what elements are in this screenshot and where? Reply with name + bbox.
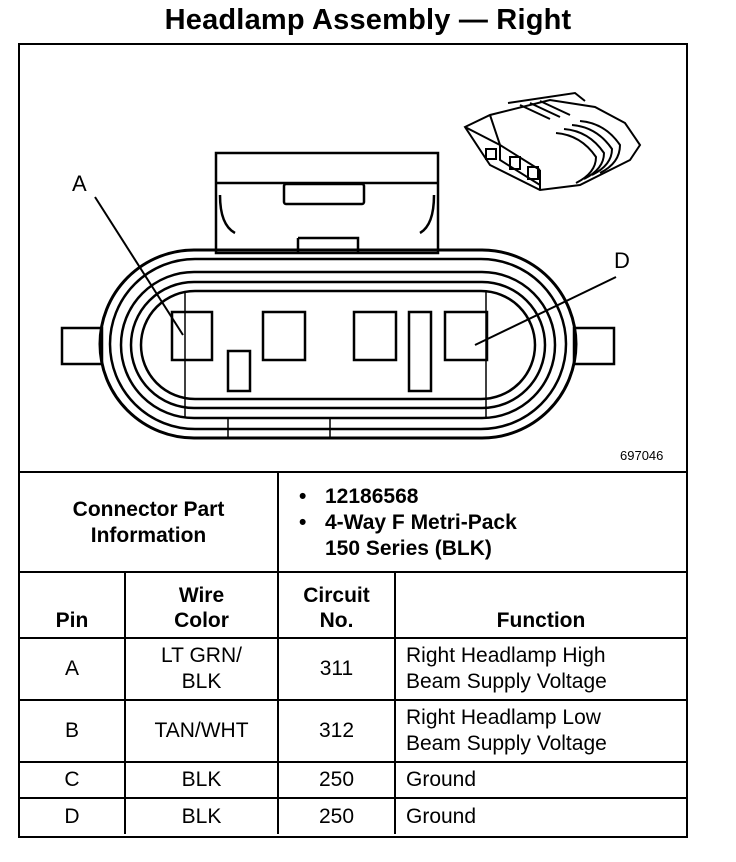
leader-a [94,196,184,336]
header-function: Function [394,571,686,639]
figure-number: 697046 [620,448,664,463]
part-number: •12186568 [299,485,419,508]
connector-iso-drawing [463,91,642,192]
connector-face-drawing [60,91,642,440]
diagram-frame: A D 697046 Connector Part Information •1… [18,43,688,838]
pin-table-header: Pin Wire Color Circuit No. Function [20,571,686,639]
page-title: Headlamp Assembly — Right [164,4,572,36]
left-tab [60,326,104,366]
connector-info-table: Connector Part Information •12186568 •4-… [20,471,686,573]
outer-shell [98,248,578,440]
part-description: •4-Way F Metri-Pack [299,511,517,534]
label-pin-a: A [72,171,87,196]
latch-slot [282,182,366,206]
cavity-c [352,310,398,362]
leader-d [474,276,617,346]
pin-table: Pin Wire Color Circuit No. Function A LT… [20,571,686,834]
connector-diagram: A D 697046 [20,45,686,471]
latch-housing [214,151,440,255]
cavity-b [261,310,307,362]
header-circuit: Circuit No. [277,571,396,639]
table-row: D BLK 250 Ground [20,797,686,834]
table-row: C BLK 250 Ground [20,761,686,799]
cavity-a [170,310,214,362]
label-pin-d: D [614,248,630,273]
connector-part-details: •12186568 •4-Way F Metri-Pack 150 Series… [277,471,686,573]
header-pin: Pin [20,571,126,639]
header-wire-color: Wire Color [124,571,279,639]
connector-part-label: Connector Part Information [20,471,279,573]
right-tab [572,326,616,366]
cavity-d [443,310,489,362]
